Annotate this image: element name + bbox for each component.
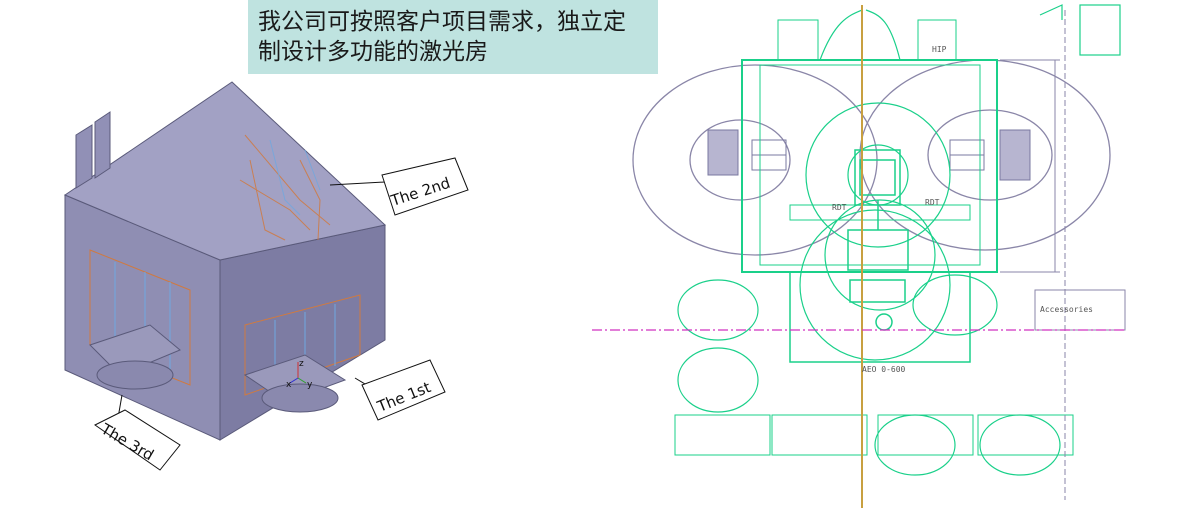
label-aeo: AEO 0-600	[862, 365, 906, 374]
axis-z-label: z	[299, 359, 304, 369]
green-cell-outline	[741, 19, 998, 363]
green-accessory-boxes	[674, 414, 1074, 456]
label-accessories: Accessories	[1040, 305, 1093, 314]
green-robot-reach-circles	[677, 9, 1061, 476]
dimension-lines	[1000, 10, 1126, 500]
booth-3d-model: z x y The 2nd The 1st The 3rd	[63, 81, 469, 471]
right-fixture	[949, 129, 1031, 181]
axis-x-label: x	[286, 380, 292, 390]
label-hip: HIP	[932, 45, 947, 54]
label-rdt-1: RDT	[832, 203, 847, 212]
turntable-1st	[261, 383, 339, 413]
left-fixture	[707, 129, 787, 176]
caption-text: 我公司可按照客户项目需求，独立定制设计多功能的激光房	[258, 9, 626, 65]
roof	[63, 81, 387, 261]
axis-triad: z x y	[286, 359, 313, 390]
wall-door-frames	[89, 249, 361, 396]
purple-clearance-ellipses	[632, 59, 1111, 256]
caption-banner: 我公司可按照客户项目需求，独立定制设计多功能的激光房	[248, 0, 658, 74]
axis-y-label: y	[307, 380, 313, 390]
turntable-3rd	[96, 360, 174, 390]
label-rdt-2: RDT	[925, 198, 940, 207]
roof-fin-left	[75, 124, 93, 189]
top-right-fragments	[1039, 4, 1121, 56]
roof-fin-right	[94, 111, 111, 179]
internal-frame-lines	[239, 134, 331, 241]
robot-core	[847, 149, 909, 331]
callout-1st: The 1st	[354, 359, 446, 421]
